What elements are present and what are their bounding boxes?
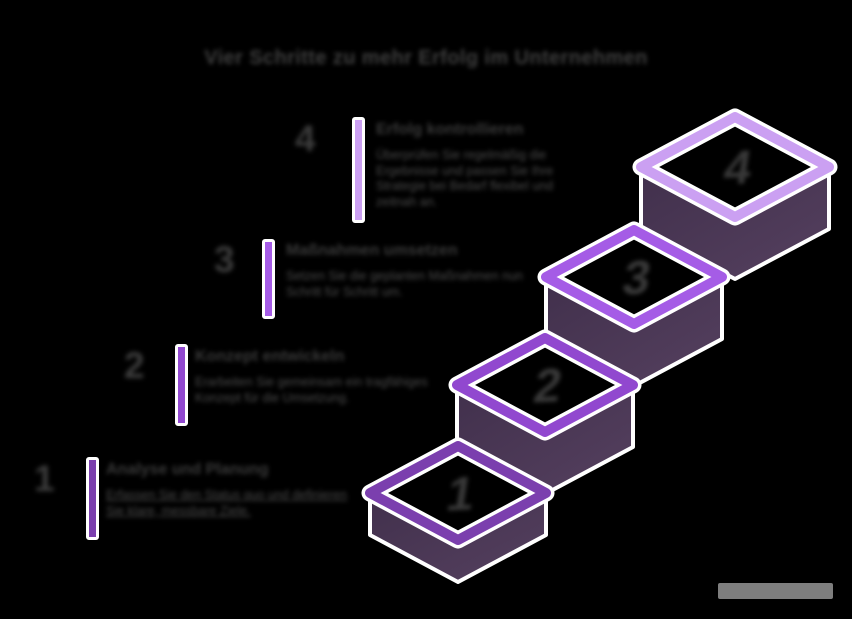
- stair-step-number-2: 2: [530, 359, 565, 414]
- step-3-accent-bar: [262, 239, 275, 319]
- step-1-heading: Analyse und Planung: [106, 461, 269, 478]
- step-3-number: 3: [214, 239, 235, 280]
- step-4-text: Erfolg kontrollieren Überprüfen Sie rege…: [376, 121, 590, 210]
- step-3-body: Setzen Sie die geplanten Maßnahmen nun S…: [286, 269, 523, 299]
- step-2-frame: [452, 333, 638, 437]
- step-1-body: Erfassen Sie den Status quo und definier…: [106, 488, 348, 518]
- step-2-number: 2: [124, 345, 145, 386]
- stair-step-number-4: 4: [720, 141, 756, 196]
- step-1-accent-bar: [86, 457, 99, 540]
- step-4-body: Überprüfen Sie regelmäßig die Ergebnisse…: [376, 148, 554, 209]
- step-2-text: Konzept entwickeln Erarbeiten Sie gemein…: [195, 348, 441, 406]
- step-2-heading: Konzept entwickeln: [195, 348, 345, 365]
- step-1-number: 1: [34, 458, 55, 499]
- step-2-accent-bar: [175, 344, 188, 426]
- step-1-text: Analyse und Planung Erfassen Sie den Sta…: [106, 461, 354, 519]
- watermark-bar: [718, 583, 833, 599]
- page-title: Vier Schritte zu mehr Erfolg im Unterneh…: [204, 47, 648, 69]
- step-1-frame: [365, 441, 551, 545]
- step-3-heading: Maßnahmen umsetzen: [286, 242, 458, 259]
- step-4-heading: Erfolg kontrollieren: [376, 121, 524, 138]
- stair-step-number-3: 3: [619, 251, 654, 306]
- step-4-number: 4: [295, 118, 316, 159]
- step-4-frame: [636, 112, 834, 222]
- step-3-frame: [541, 225, 727, 329]
- step-4-accent-bar: [352, 117, 365, 223]
- stair-step-number-1: 1: [443, 467, 478, 522]
- step-2-body: Erarbeiten Sie gemeinsam ein tragfähiges…: [195, 375, 428, 405]
- step-3-text: Maßnahmen umsetzen Setzen Sie die geplan…: [286, 242, 524, 300]
